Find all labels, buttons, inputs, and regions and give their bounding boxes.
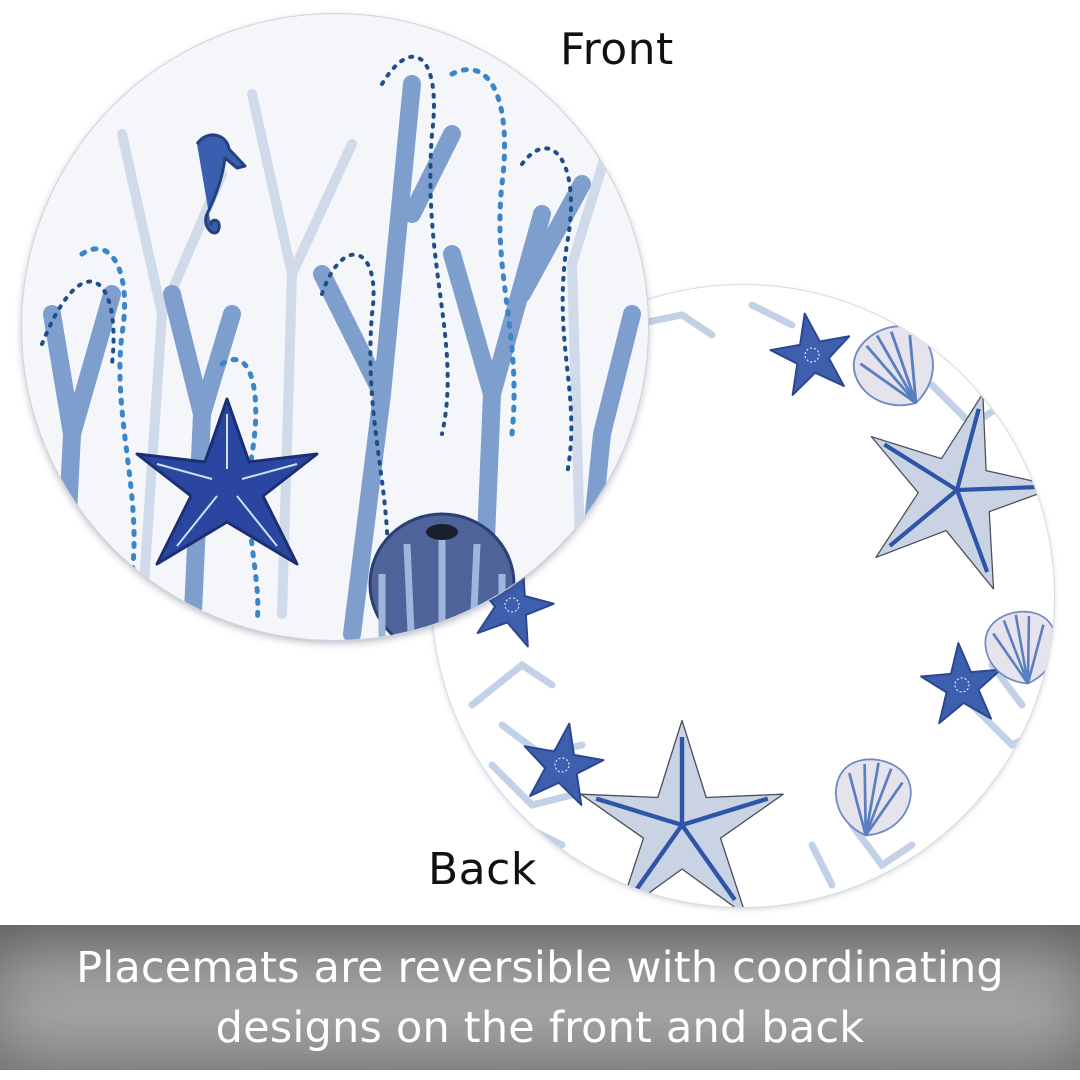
caption-banner: Placemats are reversible with coordinati… [0,925,1080,1070]
bottom-margin [0,1070,1080,1080]
placemat-back-artwork [433,285,1054,907]
caption-line-1: Placemats are reversible with coordinati… [76,942,1004,993]
placemat-front-artwork [40,54,641,640]
placemat-front [22,14,648,640]
starfish-icon [135,397,319,566]
back-label: Back [428,844,537,895]
caption-line-2: designs on the front and back [215,1002,865,1053]
seahorse-icon [195,133,247,235]
product-image: Front Back [22,14,1054,907]
front-label: Front [560,24,674,75]
sea-urchin-icon [368,512,516,640]
